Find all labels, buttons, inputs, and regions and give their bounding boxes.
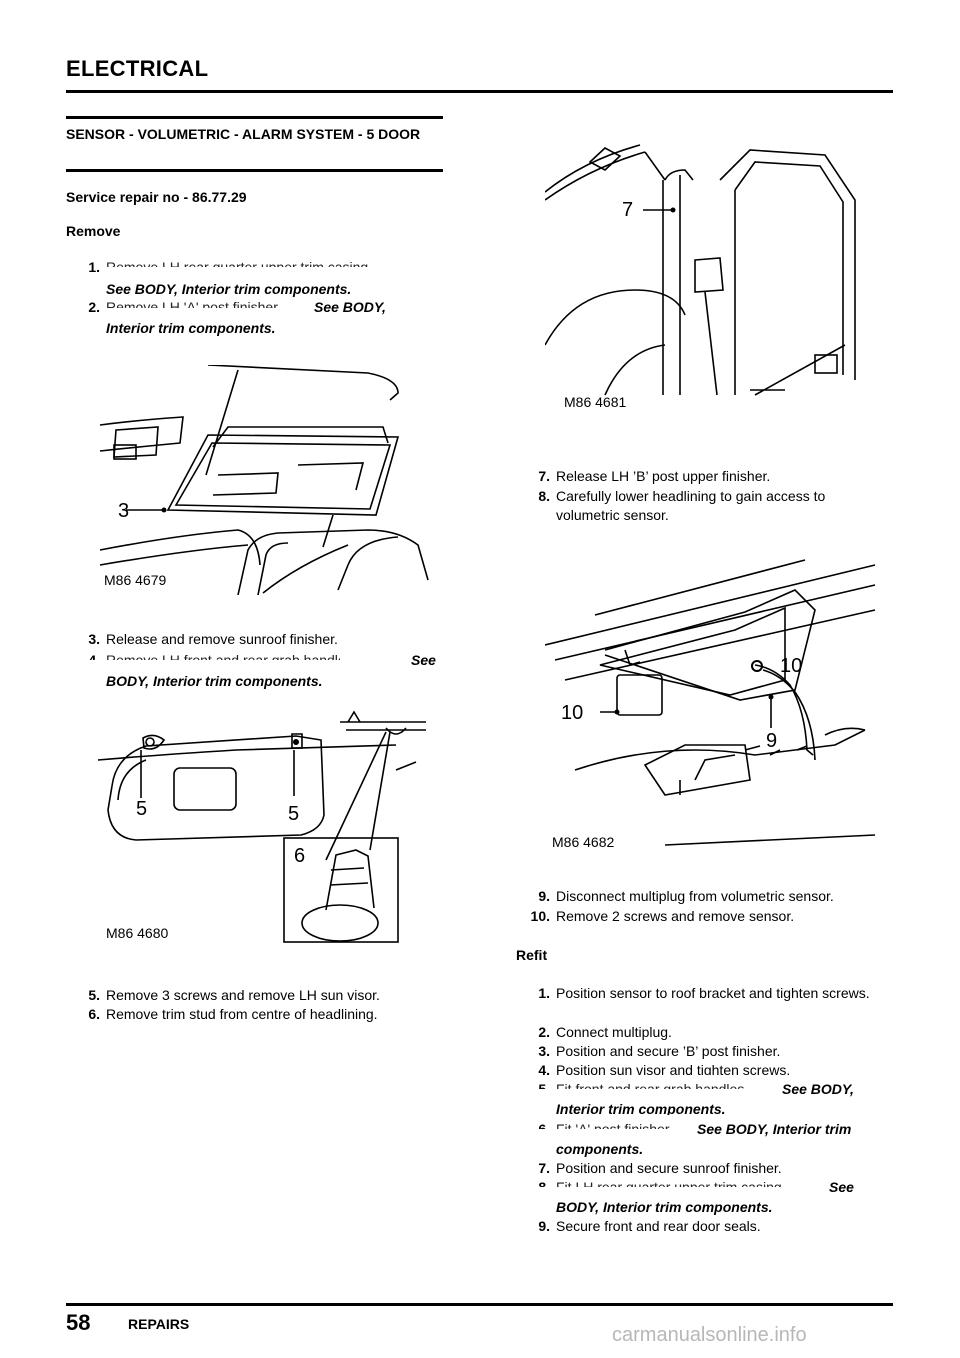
callout-10-left: 10 — [561, 702, 584, 724]
callout-5-right: 5 — [288, 803, 300, 825]
step-text: Position and secure ’B’ post finisher. — [556, 1043, 781, 1059]
step-number: 6. — [88, 1006, 100, 1022]
step-text: Fit front and rear grab handles. — [556, 1081, 749, 1089]
step-text: Remove trim stud from centre of headlini… — [106, 1006, 378, 1022]
figure-label-m86-4679: M86 4679 — [104, 572, 167, 588]
callout-9: 9 — [766, 730, 778, 752]
figure-sunroof-finisher — [99, 365, 429, 595]
see-reference-r6b[interactable]: components. — [556, 1141, 644, 1157]
watermark: carmanualsonline.info — [612, 1324, 807, 1346]
step-number: 2. — [538, 1024, 550, 1040]
step-text: Remove 3 screws and remove LH sun visor. — [106, 987, 380, 1003]
refit-step-2: 2. Connect multiplug. — [516, 1023, 896, 1042]
refit-step-3: 3. Position and secure ’B’ post finisher… — [516, 1042, 896, 1061]
header-rule — [66, 90, 893, 93]
figure-label-m86-4680: M86 4680 — [106, 925, 169, 941]
remove-heading: Remove — [66, 223, 121, 239]
remove-step-9: 9. Disconnect multiplug from volumetric … — [516, 887, 896, 906]
figure-b-post-finisher — [545, 144, 856, 396]
step-text: Remove LH 'A' post finisher. — [106, 299, 281, 308]
remove-step-4: 4. Remove LH front and rear grab handles… — [66, 651, 446, 670]
see-reference-r5a[interactable]: See BODY, — [782, 1081, 854, 1097]
figure-label-m86-4682: M86 4682 — [552, 834, 615, 850]
remove-step-2: 2. Remove LH 'A' post finisher. — [66, 298, 446, 317]
remove-step-5: 5. Remove 3 screws and remove LH sun vis… — [66, 986, 446, 1005]
footer-section: REPAIRS — [128, 1316, 190, 1332]
refit-step-7: 7. Position and secure sunroof finisher. — [516, 1159, 896, 1178]
step-text: Remove 2 screws and remove sensor. — [556, 908, 795, 924]
step-text: Disconnect multiplug from volumetric sen… — [556, 888, 834, 904]
see-reference-r8a[interactable]: See — [829, 1179, 854, 1195]
footer-rule — [66, 1303, 893, 1306]
refit-step-9: 9. Secure front and rear door seals. — [516, 1217, 896, 1236]
refit-step-4: 4. Position sun visor and tighten screws… — [516, 1061, 896, 1080]
remove-step-6: 6. Remove trim stud from centre of headl… — [66, 1005, 446, 1024]
see-reference-2b[interactable]: Interior trim components. — [106, 320, 276, 336]
refit-heading: Refit — [516, 947, 548, 963]
step-text: Release LH ’B’ post upper finisher. — [556, 468, 771, 484]
figure-label-m86-4681: M86 4681 — [564, 394, 627, 410]
step-number: 3. — [88, 631, 100, 647]
remove-step-8: 8. Carefully lower headlining to gain ac… — [516, 487, 896, 527]
section-rule-bottom — [66, 169, 443, 172]
section-title: SENSOR - VOLUMETRIC - ALARM SYSTEM - 5 D… — [66, 126, 421, 142]
step-number: 5. — [88, 987, 100, 1003]
see-reference-4b[interactable]: BODY, Interior trim components. — [106, 673, 323, 689]
step-text: Remove LH front and rear grab handles. — [106, 652, 340, 660]
callout-7: 7 — [622, 199, 634, 221]
callout-10-right: 10 — [780, 655, 803, 677]
step-number: 2. — [88, 299, 100, 315]
step-number: 5. — [538, 1081, 550, 1089]
step-number: 3. — [538, 1043, 550, 1059]
step-number: 4. — [88, 652, 100, 660]
step-text: Position sensor to roof bracket and tigh… — [556, 985, 870, 1001]
step-text: Position and secure sunroof finisher. — [556, 1160, 782, 1173]
step-text: Remove LH rear quarter upper trim casing… — [106, 259, 373, 267]
see-reference-r5b[interactable]: Interior trim components. — [556, 1101, 726, 1115]
step-text: Carefully lower headlining to gain acces… — [556, 488, 826, 523]
figure-volumetric-sensor — [545, 559, 876, 846]
callout-3: 3 — [118, 500, 130, 522]
remove-step-7: 7. Release LH ’B’ post upper finisher. — [516, 467, 896, 486]
step-text: Connect multiplug. — [556, 1024, 672, 1040]
remove-step-1: 1. Remove LH rear quarter upper trim cas… — [66, 258, 446, 277]
refit-step-6: 6. Fit 'A' post finisher. — [516, 1120, 896, 1139]
step-number: 6. — [538, 1121, 550, 1129]
step-text: Position sun visor and tighten screws. — [556, 1062, 791, 1075]
callout-5-left: 5 — [136, 798, 148, 820]
service-repair-number: Service repair no - 86.77.29 — [66, 189, 247, 205]
see-reference-1[interactable]: See BODY, Interior trim components. — [106, 280, 396, 297]
figure-sun-visor — [97, 710, 426, 943]
step-text: Release and remove sunroof finisher. — [106, 631, 338, 647]
step-number: 9. — [538, 1218, 550, 1234]
remove-step-3: 3. Release and remove sunroof finisher. — [66, 630, 446, 649]
step-number: 1. — [88, 259, 100, 275]
refit-step-1: 1. Position sensor to roof bracket and t… — [516, 984, 896, 1024]
refit-step-8: 8. Fit LH rear quarter upper trim casing… — [516, 1178, 896, 1197]
step-number: 8. — [538, 488, 550, 504]
remove-step-10: 10. Remove 2 screws and remove sensor. — [516, 907, 896, 926]
step-number: 8. — [538, 1179, 550, 1187]
page-number: 58 — [66, 1310, 91, 1335]
step-text: Fit 'A' post finisher. — [556, 1121, 673, 1129]
step-number: 1. — [538, 985, 550, 1001]
see-reference-4a[interactable]: See — [411, 652, 436, 668]
step-text: Fit LH rear quarter upper trim casing. — [556, 1179, 786, 1187]
step-number: 10. — [530, 908, 550, 924]
see-reference-r6a[interactable]: See BODY, Interior trim — [697, 1121, 852, 1137]
step-number: 7. — [538, 1160, 550, 1176]
step-number: 4. — [538, 1062, 550, 1078]
step-number: 9. — [538, 888, 550, 904]
see-reference-r8b[interactable]: BODY, Interior trim components. — [556, 1199, 773, 1215]
step-text: Secure front and rear door seals. — [556, 1218, 761, 1234]
section-rule-top — [66, 116, 443, 119]
refit-step-5: 5. Fit front and rear grab handles. — [516, 1080, 896, 1099]
step-number: 7. — [538, 468, 550, 484]
callout-6: 6 — [294, 845, 306, 867]
page-header-title: ELECTRICAL — [66, 56, 209, 81]
see-reference-2a[interactable]: See BODY, — [314, 299, 386, 315]
